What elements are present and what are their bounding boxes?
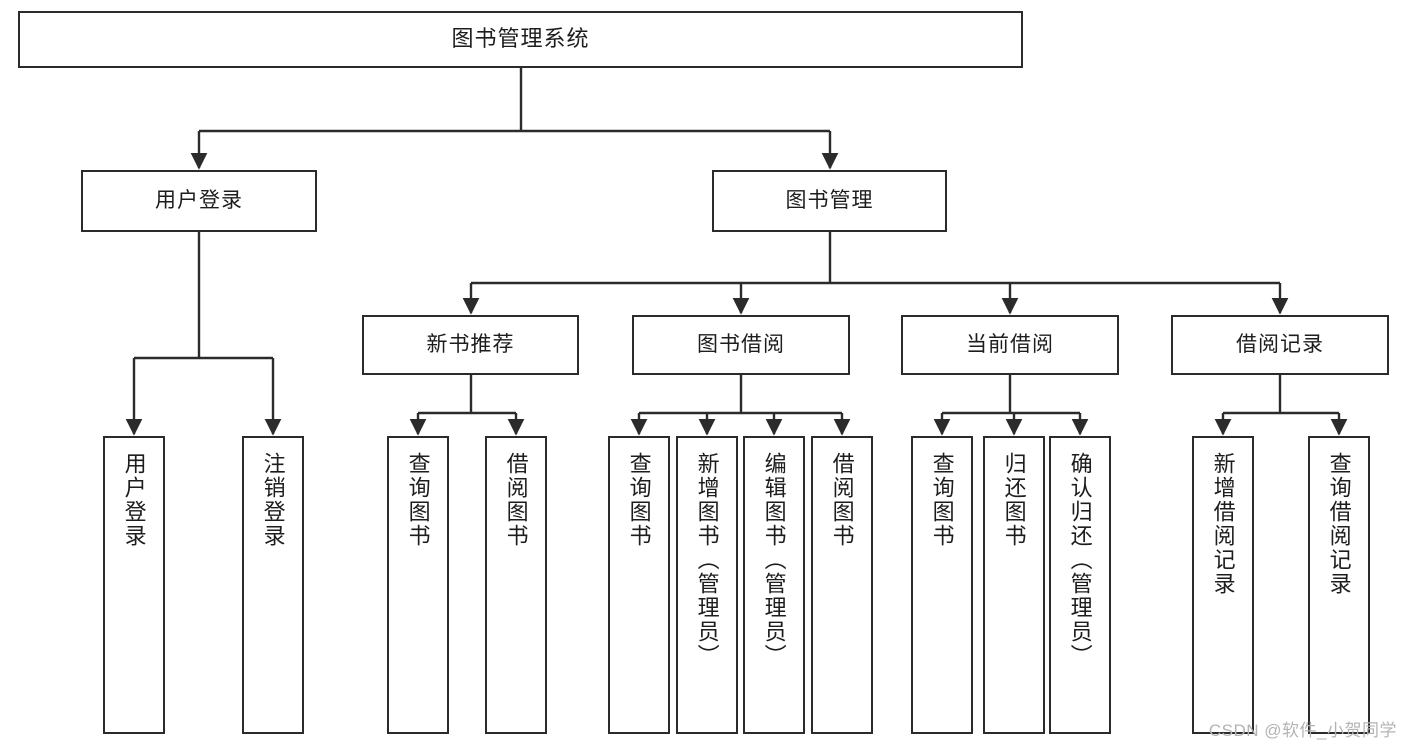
node-label: 确认归还（管理员） (1067, 452, 1093, 668)
node-leaf4[interactable]: 借阅图书 (485, 436, 547, 734)
node-leaf3[interactable]: 查询图书 (387, 436, 449, 734)
node-label: 借阅图书 (503, 452, 529, 548)
node-leaf9[interactable]: 查询图书 (911, 436, 973, 734)
node-label: 图书管理 (785, 189, 874, 213)
node-history[interactable]: 借阅记录 (1171, 315, 1389, 375)
node-leaf7[interactable]: 编辑图书（管理员） (743, 436, 805, 734)
node-bookmgmt[interactable]: 图书管理 (712, 170, 947, 232)
node-borrow[interactable]: 图书借阅 (632, 315, 850, 375)
node-leaf1[interactable]: 用户登录 (103, 436, 165, 734)
node-login[interactable]: 用户登录 (81, 170, 317, 232)
node-label: 新书推荐 (426, 333, 515, 357)
node-label: 借阅记录 (1236, 333, 1324, 357)
node-newbook[interactable]: 新书推荐 (362, 315, 579, 375)
node-leaf13[interactable]: 查询借阅记录 (1308, 436, 1370, 734)
node-label: 查询图书 (929, 452, 955, 548)
node-label: 新增借阅记录 (1210, 452, 1236, 596)
node-leaf10[interactable]: 归还图书 (983, 436, 1045, 734)
node-label: 借阅图书 (829, 452, 855, 548)
node-label: 注销登录 (260, 452, 286, 548)
node-leaf5[interactable]: 查询图书 (608, 436, 670, 734)
node-leaf12[interactable]: 新增借阅记录 (1192, 436, 1254, 734)
node-label: 查询借阅记录 (1326, 452, 1352, 596)
node-label: 查询图书 (626, 452, 652, 548)
node-label: 归还图书 (1001, 452, 1027, 548)
node-root[interactable]: 图书管理系统 (18, 11, 1023, 68)
node-label: 当前借阅 (966, 333, 1054, 357)
node-label: 用户登录 (121, 452, 147, 548)
node-label: 图书借阅 (697, 333, 785, 357)
node-current[interactable]: 当前借阅 (901, 315, 1119, 375)
node-label: 编辑图书（管理员） (761, 452, 787, 668)
node-leaf2[interactable]: 注销登录 (242, 436, 304, 734)
node-label: 查询图书 (405, 452, 431, 548)
watermark: CSDN @软件_小贺同学 (1208, 721, 1397, 740)
node-label: 新增图书（管理员） (694, 452, 720, 668)
node-leaf11[interactable]: 确认归还（管理员） (1049, 436, 1111, 734)
node-leaf6[interactable]: 新增图书（管理员） (676, 436, 738, 734)
node-label: 图书管理系统 (451, 26, 590, 52)
node-leaf8[interactable]: 借阅图书 (811, 436, 873, 734)
node-label: 用户登录 (155, 189, 243, 213)
